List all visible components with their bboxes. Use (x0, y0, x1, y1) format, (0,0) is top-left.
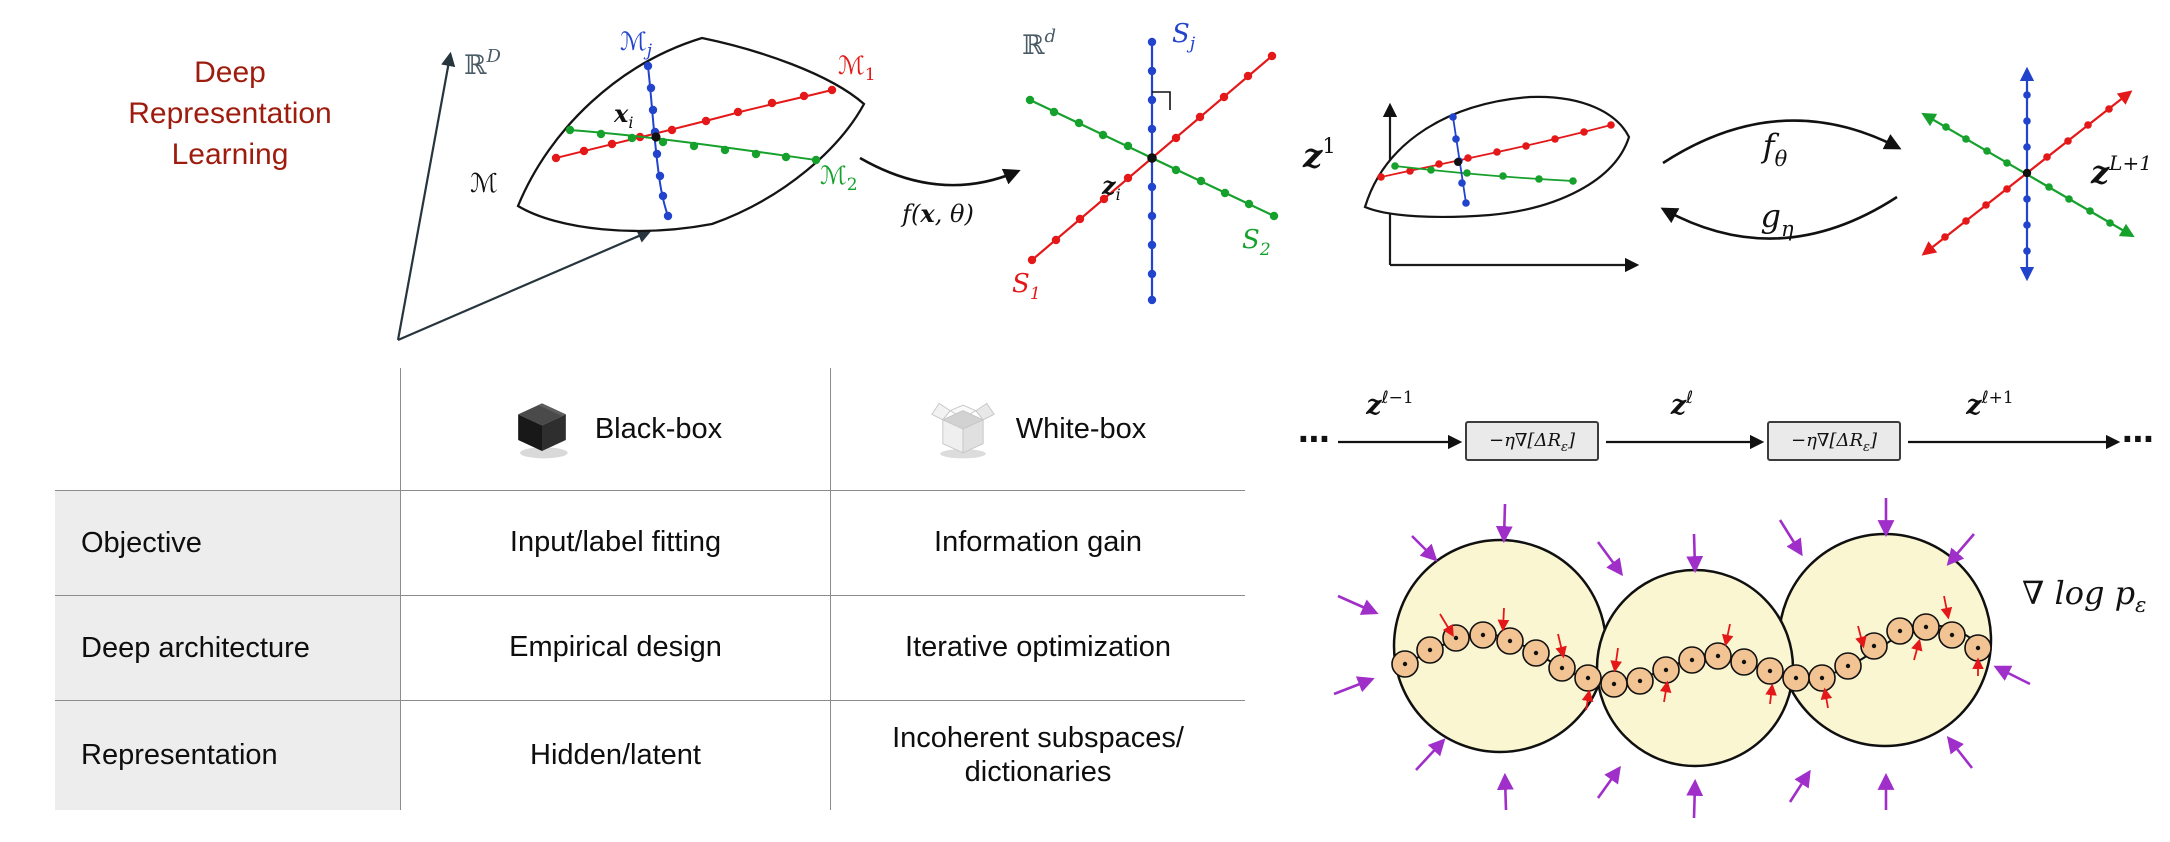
s2-axis-label: S2 (1242, 225, 1271, 260)
row-label-architecture: Deep architecture (55, 595, 400, 700)
feature-point (1147, 153, 1157, 163)
title-line-1: Deep (194, 56, 266, 89)
decoder-label: gη (1760, 197, 1793, 241)
right-ellipsis: ⋯ (2122, 420, 2154, 458)
left-ellipsis: ⋯ (1298, 420, 1330, 458)
representation-whitebox-cell: Incoherent subspaces/ dictionaries (830, 700, 1245, 810)
z-prev-label: zℓ−1 (1365, 388, 1413, 421)
sj-axis-label: Sj (1172, 19, 1196, 54)
denoising-score-figure: ∇ log pε (1333, 498, 2146, 819)
zL1-label: zL+1 (2090, 151, 2152, 191)
score-field-arrows (1333, 498, 2031, 819)
mj-curve-label: ℳj (620, 27, 653, 61)
manifold-green-curve (565, 125, 821, 165)
table-corner-cell (55, 368, 400, 490)
decoder-arrow (1660, 195, 1898, 240)
sample-point (651, 132, 661, 142)
objective-blackbox-cell: Input/label fitting (400, 490, 830, 595)
score-function-label: ∇ log pε (2022, 574, 2146, 617)
architecture-whitebox-cell: Iterative optimization (830, 595, 1245, 700)
title-line-2: Representation (128, 97, 332, 130)
subspace-sj-axis (1147, 37, 1157, 305)
white-box-icon (930, 402, 995, 459)
mini-sample-point (1454, 158, 1462, 166)
local-score-arrows (1439, 595, 1984, 711)
whitebox-header-cell: White-box (830, 368, 1245, 490)
encoder-decoder-figure: z1 fθ gη zL+1 (1302, 66, 2152, 282)
bead-centers (1402, 624, 1981, 687)
m1-curve-label: ℳ1 (838, 51, 876, 85)
comparison-table: Black-box White-box Objective Input/labe… (55, 368, 1245, 810)
m2-curve-label: ℳ2 (820, 161, 858, 195)
manifold-label: ℳ (470, 169, 498, 199)
ambient-space-axes (396, 51, 652, 342)
mini-manifold-sheet (1363, 95, 1631, 219)
encoder-arrow (1662, 119, 1902, 165)
bead-chain (1391, 613, 1992, 698)
mini-red-curve (1377, 121, 1615, 181)
manifold-to-subspaces-figure: ℝD ℳ ℳ1 ℳ2 ℳj xi f(x, θ) ℝd S1 S2 Sj (396, 19, 1279, 342)
row-label-representation: Representation (55, 700, 400, 810)
sample-point-label: xi (613, 99, 633, 132)
layer-flow-figure: ⋯ zℓ−1 −η∇[ΔRε] zℓ −η∇[ΔRε] zℓ+1 ⋯ (1298, 388, 2154, 461)
z-next-label: zℓ+1 (1965, 388, 2013, 421)
gradient-op-box-2 (1767, 421, 1901, 461)
gradient-op-box-1 (1465, 421, 1599, 461)
feature-dim-label: ℝd (1022, 26, 1056, 61)
whitebox-header-label: White-box (1015, 412, 1147, 445)
manifold-red-curve (551, 85, 837, 163)
blackbox-header-cell: Black-box (400, 368, 830, 490)
encoder-label: fθ (1761, 127, 1788, 171)
ambient-dim-label: ℝD (464, 46, 501, 81)
feature-point-label: zi (1101, 171, 1121, 204)
gradient-op-label-1: −η∇[ΔRε] (1489, 430, 1576, 455)
row-label-objective: Objective (55, 490, 400, 595)
title-line-3: Learning (171, 138, 289, 171)
manifold-blue-curve (643, 61, 673, 221)
black-box-icon (517, 403, 568, 459)
representation-blackbox-cell: Hidden/latent (400, 700, 830, 810)
manifold-sheet (516, 36, 866, 233)
right-angle-mark (1152, 91, 1171, 110)
architecture-blackbox-cell: Empirical design (400, 595, 830, 700)
mini-green-curve (1391, 162, 1577, 185)
gradient-op-label-2: −η∇[ΔRε] (1791, 430, 1878, 455)
feature-map-arrow (859, 156, 1021, 187)
z-curr-label: zℓ (1670, 388, 1693, 421)
blackbox-header-label: Black-box (594, 412, 723, 445)
z1-label: z1 (1302, 134, 1336, 176)
s1-axis-label: S1 (1012, 269, 1041, 304)
objective-whitebox-cell: Information gain (830, 490, 1245, 595)
feature-map-label: f(x, θ) (900, 199, 974, 228)
mini-star-center (2022, 168, 2032, 178)
page-title: Deep Representation Learning (80, 52, 380, 175)
